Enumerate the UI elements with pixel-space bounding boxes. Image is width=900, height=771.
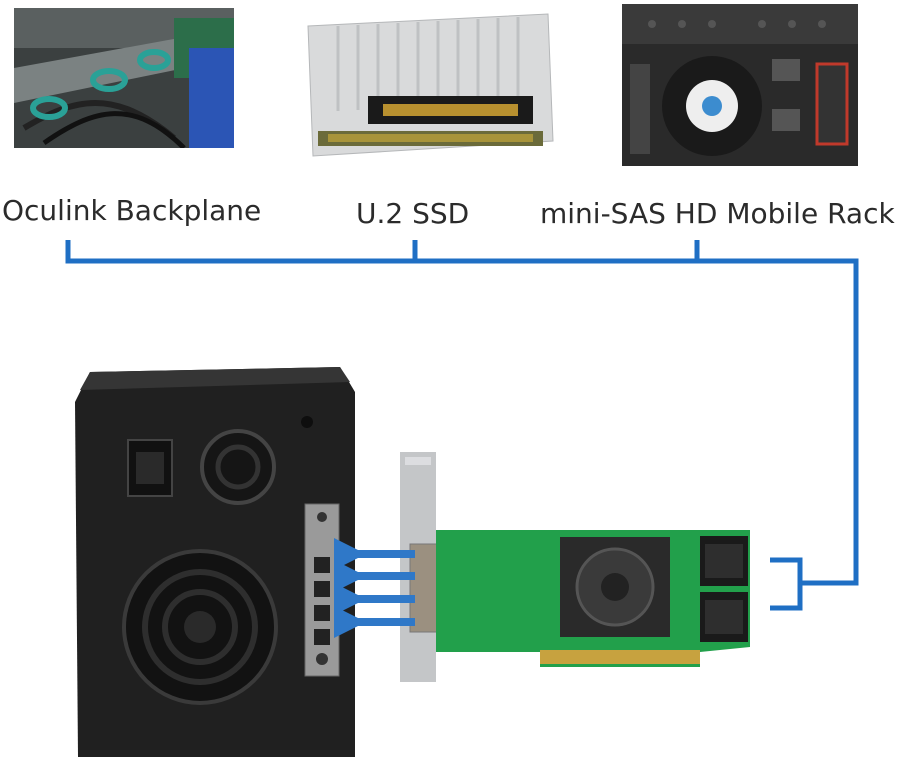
label-u2-ssd: U.2 SSD bbox=[356, 197, 470, 230]
oculink-backplane-photo bbox=[14, 8, 234, 148]
label-oculink-backplane: Oculink Backplane bbox=[2, 194, 262, 227]
label-mini-sas-hd-mobile-rack: mini-SAS HD Mobile Rack bbox=[540, 197, 895, 230]
u2-ssd-photo bbox=[298, 6, 556, 160]
external-enclosure-photo bbox=[75, 367, 355, 757]
connector-card-bracket bbox=[770, 557, 803, 611]
pcie-host-card-photo bbox=[400, 452, 750, 682]
connector-top-bus bbox=[65, 240, 859, 586]
mobile-rack-photo bbox=[622, 4, 858, 166]
